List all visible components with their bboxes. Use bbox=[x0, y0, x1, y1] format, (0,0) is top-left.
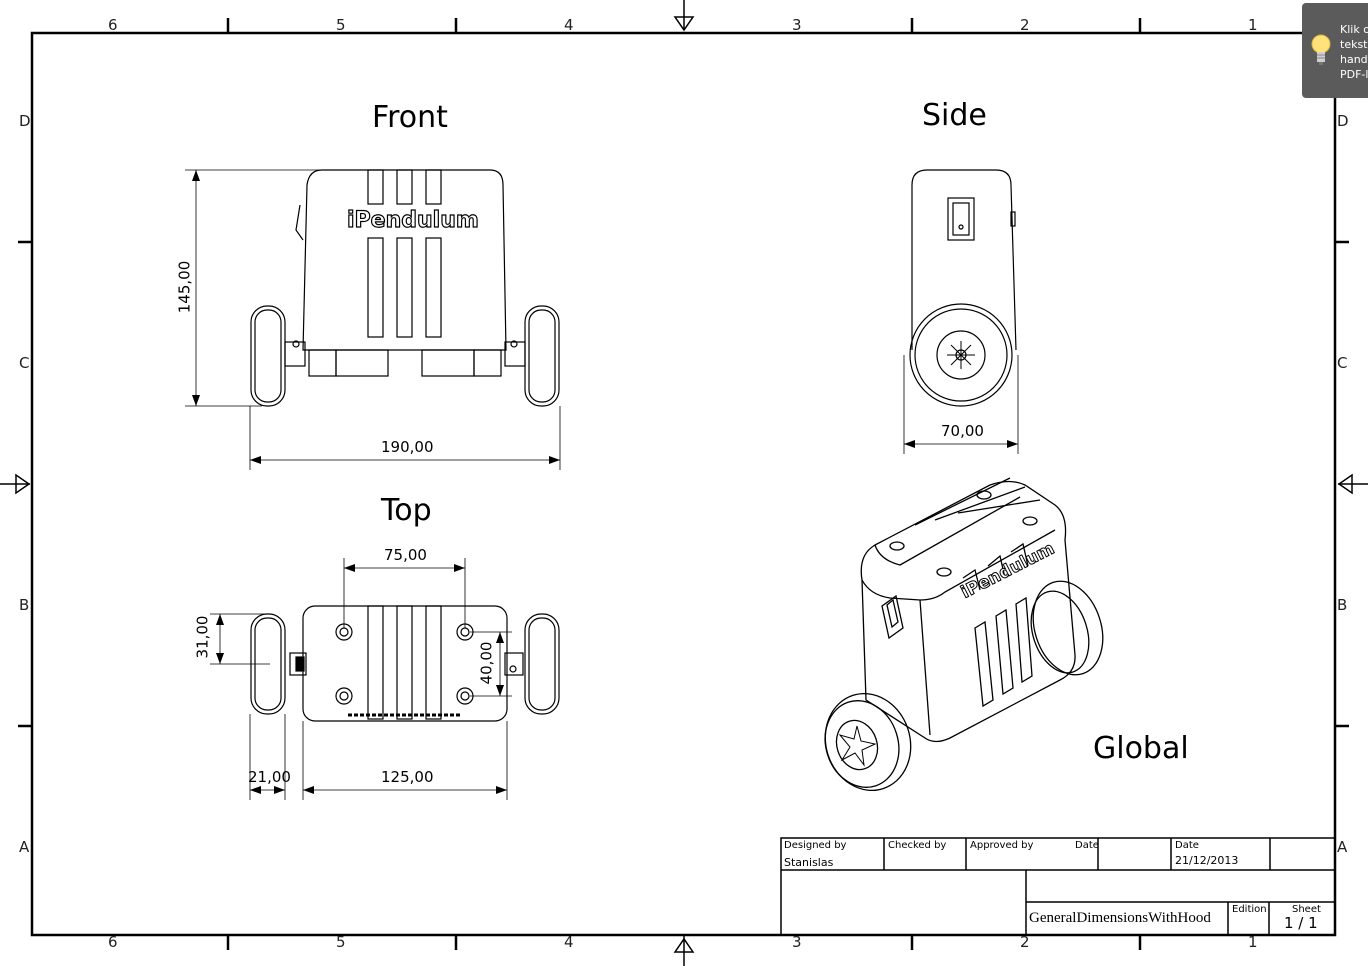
zone-col-6-bottom: 6 bbox=[108, 933, 118, 951]
front-view bbox=[185, 169, 561, 470]
zone-row-d-left: D bbox=[19, 112, 31, 130]
zone-col-1-bottom: 1 bbox=[1248, 933, 1258, 951]
zone-col-2-bottom: 2 bbox=[1020, 933, 1030, 951]
sheet-label: Sheet bbox=[1292, 904, 1321, 915]
dim-front-width: 190,00 bbox=[381, 438, 434, 456]
drawing-title: GeneralDimensionsWithHood bbox=[1029, 910, 1211, 926]
edition-label: Edition bbox=[1232, 904, 1267, 915]
zone-row-a-left: A bbox=[19, 838, 30, 856]
zone-col-4-top: 4 bbox=[564, 16, 574, 34]
dim-side-width: 70,00 bbox=[941, 422, 984, 440]
zone-col-5-bottom: 5 bbox=[336, 933, 346, 951]
dim-top-body-width: 125,00 bbox=[381, 768, 434, 786]
zone-col-3-bottom: 3 bbox=[792, 933, 802, 951]
zone-col-3-top: 3 bbox=[792, 16, 802, 34]
approval-date-label: Date bbox=[1075, 840, 1099, 851]
front-view-title: Front bbox=[372, 100, 448, 135]
zone-row-c-left: C bbox=[19, 354, 30, 372]
global-view-title: Global bbox=[1093, 731, 1189, 766]
tooltip-line: tekst bbox=[1340, 38, 1368, 51]
tooltip-line: Klik o bbox=[1340, 23, 1368, 36]
side-view bbox=[903, 169, 1019, 454]
zone-col-1-top: 1 bbox=[1248, 16, 1258, 34]
date-label: Date bbox=[1175, 840, 1199, 851]
zone-row-d-right: D bbox=[1337, 112, 1349, 130]
zone-row-c-right: C bbox=[1337, 354, 1348, 372]
sheet-value: 1 / 1 bbox=[1284, 914, 1318, 932]
tooltip-text: Klik o tekst handt PDF-l bbox=[1340, 22, 1368, 82]
dim-front-height: 145,00 bbox=[175, 260, 194, 314]
side-view-title: Side bbox=[922, 98, 987, 133]
dim-top-hole-vertical: 40,00 bbox=[477, 641, 496, 685]
zone-row-b-left: B bbox=[19, 596, 30, 614]
checked-by-label: Checked by bbox=[888, 840, 947, 851]
zone-col-4-bottom: 4 bbox=[564, 933, 574, 951]
title-block bbox=[780, 837, 1336, 936]
zone-col-5-top: 5 bbox=[336, 16, 346, 34]
lightbulb-icon bbox=[1311, 34, 1331, 65]
designed-by-label: Designed by bbox=[784, 840, 847, 851]
front-product-label: iPendulum bbox=[346, 207, 479, 233]
zone-row-a-right: A bbox=[1337, 838, 1348, 856]
global-view bbox=[824, 477, 1104, 792]
zone-col-2-top: 2 bbox=[1020, 16, 1030, 34]
tooltip-line: PDF-l bbox=[1340, 68, 1368, 81]
tooltip-line: handt bbox=[1340, 53, 1368, 66]
top-view bbox=[210, 558, 560, 800]
zone-row-b-right: B bbox=[1337, 596, 1348, 614]
date-value: 21/12/2013 bbox=[1175, 854, 1239, 867]
dim-top-hole-span: 75,00 bbox=[384, 546, 427, 564]
approved-by-label: Approved by bbox=[970, 840, 1034, 851]
dim-top-wheel-width: 21,00 bbox=[248, 768, 291, 786]
designed-by-value: Stanislas bbox=[784, 856, 834, 869]
dim-top-wheel-height: 31,00 bbox=[193, 615, 212, 659]
pdf-notification-tooltip[interactable]: Klik o tekst handt PDF-l bbox=[1302, 3, 1368, 98]
zone-col-6-top: 6 bbox=[108, 16, 118, 34]
top-view-title: Top bbox=[381, 493, 432, 528]
